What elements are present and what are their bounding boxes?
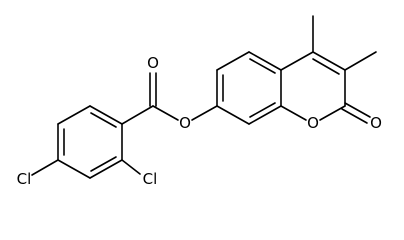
bond: [216, 105, 250, 125]
bond: [319, 105, 346, 121]
bond: [248, 51, 282, 71]
bond: [89, 159, 123, 179]
chlorine-ortho-label: Cl: [143, 170, 158, 188]
bond: [280, 51, 314, 71]
bond: [280, 105, 307, 121]
bond: [341, 108, 368, 124]
bond: [57, 159, 91, 179]
chlorine-substituents: Cl Cl: [17, 159, 158, 188]
bond: [248, 105, 282, 125]
chlorine-para-label: Cl: [17, 170, 32, 188]
ester-oxygen-label: O: [179, 114, 191, 132]
lactone-carbonyl-oxygen-label: O: [370, 114, 382, 132]
bond: [121, 159, 141, 175]
bond: [312, 51, 346, 71]
bond: [249, 58, 276, 74]
coumarin-benzo-ring: [216, 51, 282, 125]
lactone-carbonyl: O: [341, 102, 382, 132]
bond: [249, 102, 276, 118]
bond: [121, 105, 154, 125]
bond: [312, 58, 340, 75]
ester-carbonyl-oxygen-label: O: [147, 54, 159, 72]
bond: [31, 159, 59, 176]
molecule-structure: Cl Cl O O O O: [17, 15, 382, 188]
bond: [90, 112, 117, 128]
bond: [57, 105, 91, 125]
bond: [344, 51, 377, 71]
bond: [191, 105, 218, 121]
bond: [216, 51, 250, 71]
coumarin-pyranone-ring: O: [280, 51, 346, 132]
bond: [90, 156, 117, 172]
methyl-groups: [312, 15, 377, 71]
bond: [344, 102, 371, 118]
bond: [152, 105, 179, 121]
ring-oxygen-label: O: [307, 114, 319, 132]
dichlorophenyl-ring: [57, 105, 123, 179]
bond: [89, 105, 123, 125]
ester-linkage: O O: [121, 54, 218, 132]
